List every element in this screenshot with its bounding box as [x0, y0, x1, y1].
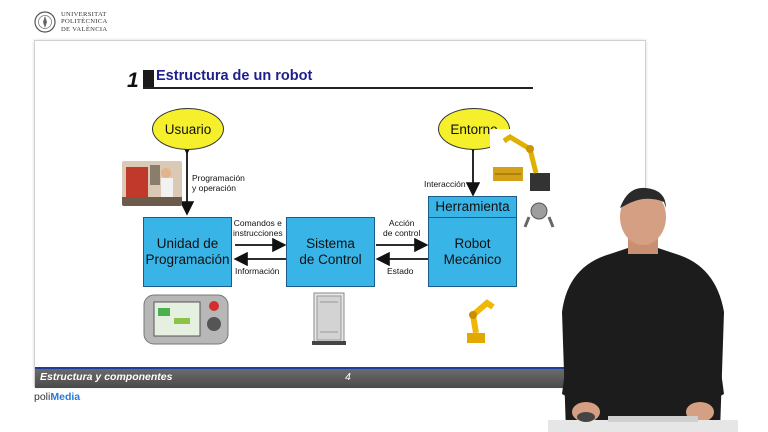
operator-photo: [122, 161, 182, 206]
slide-footer: Estructura y componentes 4: [35, 367, 645, 388]
industrial-robot-image: [490, 129, 555, 193]
yellow-robot-arm-image: [457, 293, 497, 345]
label-programacion: Programación y operación: [192, 173, 245, 193]
polimedia-suffix: Media: [50, 391, 81, 403]
university-line-1: UNIVERSITAT: [61, 11, 107, 18]
university-line-2: POLITÈCNICA: [61, 18, 108, 26]
label-accion: Acción de control: [383, 218, 420, 238]
university-logo: UNIVERSITAT POLITÈCNICA DE VALÈNCIA: [34, 11, 108, 33]
university-name: UNIVERSITAT POLITÈCNICA DE VALÈNCIA: [61, 11, 108, 33]
sistema-line-1: Sistema: [306, 236, 355, 251]
unidad-line-1: Unidad de: [156, 236, 219, 251]
sistema-line-2: de Control: [299, 252, 362, 267]
label-accion-line-1: Acción: [388, 218, 415, 228]
footer-section: Estructura y componentes: [40, 371, 173, 383]
polimedia-prefix: poli: [34, 391, 51, 403]
label-interaccion: Interacción: [424, 179, 466, 189]
label-programacion-line-2: y operación: [192, 183, 236, 193]
diagram-arrows: [179, 138, 481, 267]
label-comandos-line-1: Comandos e: [233, 218, 282, 228]
node-unidad-programacion: Unidad de Programación: [143, 217, 232, 287]
node-sistema-control: Sistema de Control: [286, 217, 375, 287]
label-comandos: Comandos e instrucciones: [233, 218, 283, 238]
slide-title: Estructura de un robot: [156, 68, 313, 84]
node-herramienta: Herramienta: [428, 196, 517, 218]
control-cabinet-image: [312, 292, 346, 345]
label-estado: Estado: [387, 266, 414, 276]
university-line-3: DE VALÈNCIA: [61, 25, 108, 33]
gripper-tool-image: [521, 199, 557, 229]
robot-line-2: Mecánico: [443, 252, 502, 267]
footer-page-number: 4: [345, 371, 351, 383]
label-accion-line-2: de control: [383, 228, 421, 238]
title-underline: [143, 87, 533, 89]
presenter-video: [548, 187, 738, 432]
slide-section-number: 1: [127, 69, 139, 92]
polimedia-logo: poliMedia: [34, 391, 80, 403]
title-marker: [143, 70, 154, 87]
node-robot-mecanico: Robot Mecánico: [428, 217, 517, 287]
unidad-line-2: Programación: [145, 252, 230, 267]
robot-line-1: Robot: [454, 236, 491, 251]
teach-pendant-image: [143, 294, 229, 345]
university-seal-icon: [34, 11, 56, 33]
slide: 1 Estructura de un robot Usuario Entorno…: [34, 40, 646, 388]
label-informacion: Información: [235, 266, 280, 276]
node-usuario: Usuario: [152, 108, 224, 150]
label-programacion-line-1: Programación: [192, 173, 245, 183]
label-comandos-line-2: instrucciones: [233, 228, 283, 238]
